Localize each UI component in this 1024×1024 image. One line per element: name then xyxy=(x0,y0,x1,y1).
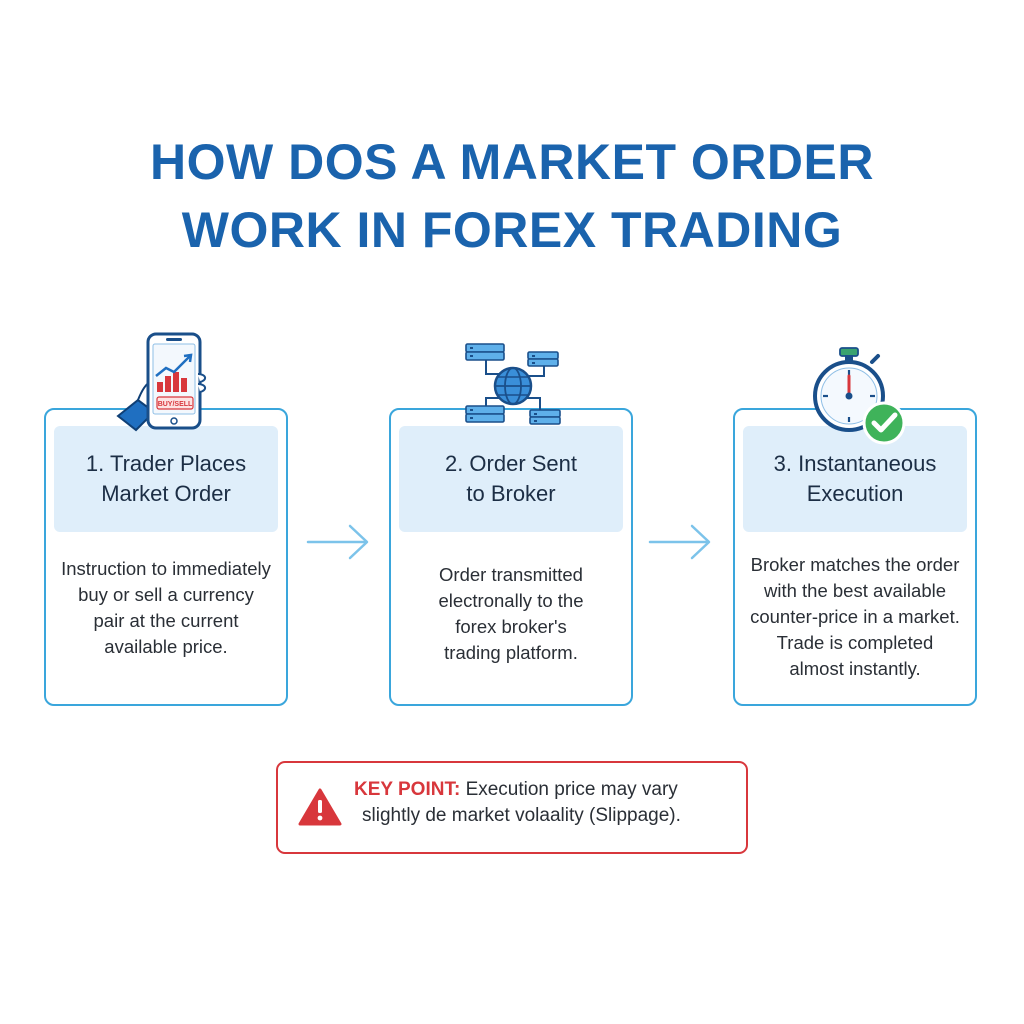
key-point-callout: KEY POINT: Execution price may vary slig… xyxy=(276,761,748,854)
arrow-right-icon xyxy=(306,524,369,560)
step-3-heading: 3. Instantaneous Execution xyxy=(743,426,967,532)
warning-icon xyxy=(298,788,342,826)
step-card-2: 2. Order Sent to Broker Order transmitte… xyxy=(389,408,633,706)
step-1-desc-line: Instruction to immediately xyxy=(61,558,271,579)
step-2-heading: 2. Order Sent to Broker xyxy=(399,426,623,532)
step-1-heading: 1. Trader Places Market Order xyxy=(54,426,278,532)
step-card-1: 1. Trader Places Market Order Instructio… xyxy=(44,408,288,706)
step-3-desc-line: counter-price in a market. xyxy=(750,606,960,627)
key-point-text: KEY POINT: Execution price may vary slig… xyxy=(354,777,736,829)
step-2-description: Order transmitted electronally to the fo… xyxy=(393,562,629,666)
step-1-heading-line-1: 1. Trader Places xyxy=(85,451,247,476)
buy-sell-button-label: BUY/SELL xyxy=(158,401,193,408)
step-3-desc-line: Broker matches the order xyxy=(750,554,960,575)
step-2-desc-line: trading platform. xyxy=(444,642,578,663)
step-3-description: Broker matches the order with the best a… xyxy=(737,552,973,682)
step-1-heading-line-2: Market Order xyxy=(101,481,231,506)
step-1-desc-line: pair at the current xyxy=(93,610,239,631)
step-card-3: 3. Instantaneous Execution Broker matche… xyxy=(733,408,977,706)
step-2-desc-line: Order transmitted xyxy=(439,564,583,585)
step-2-heading-line-2: to Broker xyxy=(466,481,556,506)
step-1-desc-line: available price. xyxy=(104,636,228,657)
step-2-heading-line-1: 2. Order Sent xyxy=(444,451,578,476)
key-point-label: KEY POINT: xyxy=(354,779,461,800)
arrow-right-icon xyxy=(648,524,711,560)
step-3-heading-line-2: Execution xyxy=(806,481,904,506)
step-3-desc-line: Trade is completed xyxy=(776,632,934,653)
stopwatch-check-icon xyxy=(813,347,906,445)
title-line-1: HOW DOS A MARKET ORDER xyxy=(150,134,874,190)
key-point-text-line-2: slightly de market volaality (Slippage). xyxy=(362,805,681,826)
step-2-desc-line: electronally to the xyxy=(438,590,584,611)
server-network-globe-icon xyxy=(465,343,561,425)
step-1-desc-line: buy or sell a currency xyxy=(78,584,254,605)
key-point-text-line-1: Execution price may vary xyxy=(465,779,678,800)
smartphone-chart-icon: BUY/SELL xyxy=(116,332,206,432)
step-3-heading-line-1: 3. Instantaneous xyxy=(773,451,937,476)
step-1-description: Instruction to immediately buy or sell a… xyxy=(48,556,284,660)
step-3-desc-line: with the best available xyxy=(763,580,947,601)
title-line-2: WORK IN FOREX TRADING xyxy=(181,202,843,258)
page-title: HOW DOS A MARKET ORDER WORK IN FOREX TRA… xyxy=(0,128,1024,264)
step-2-desc-line: forex broker's xyxy=(455,616,567,637)
step-3-desc-line: almost instantly. xyxy=(789,658,921,679)
